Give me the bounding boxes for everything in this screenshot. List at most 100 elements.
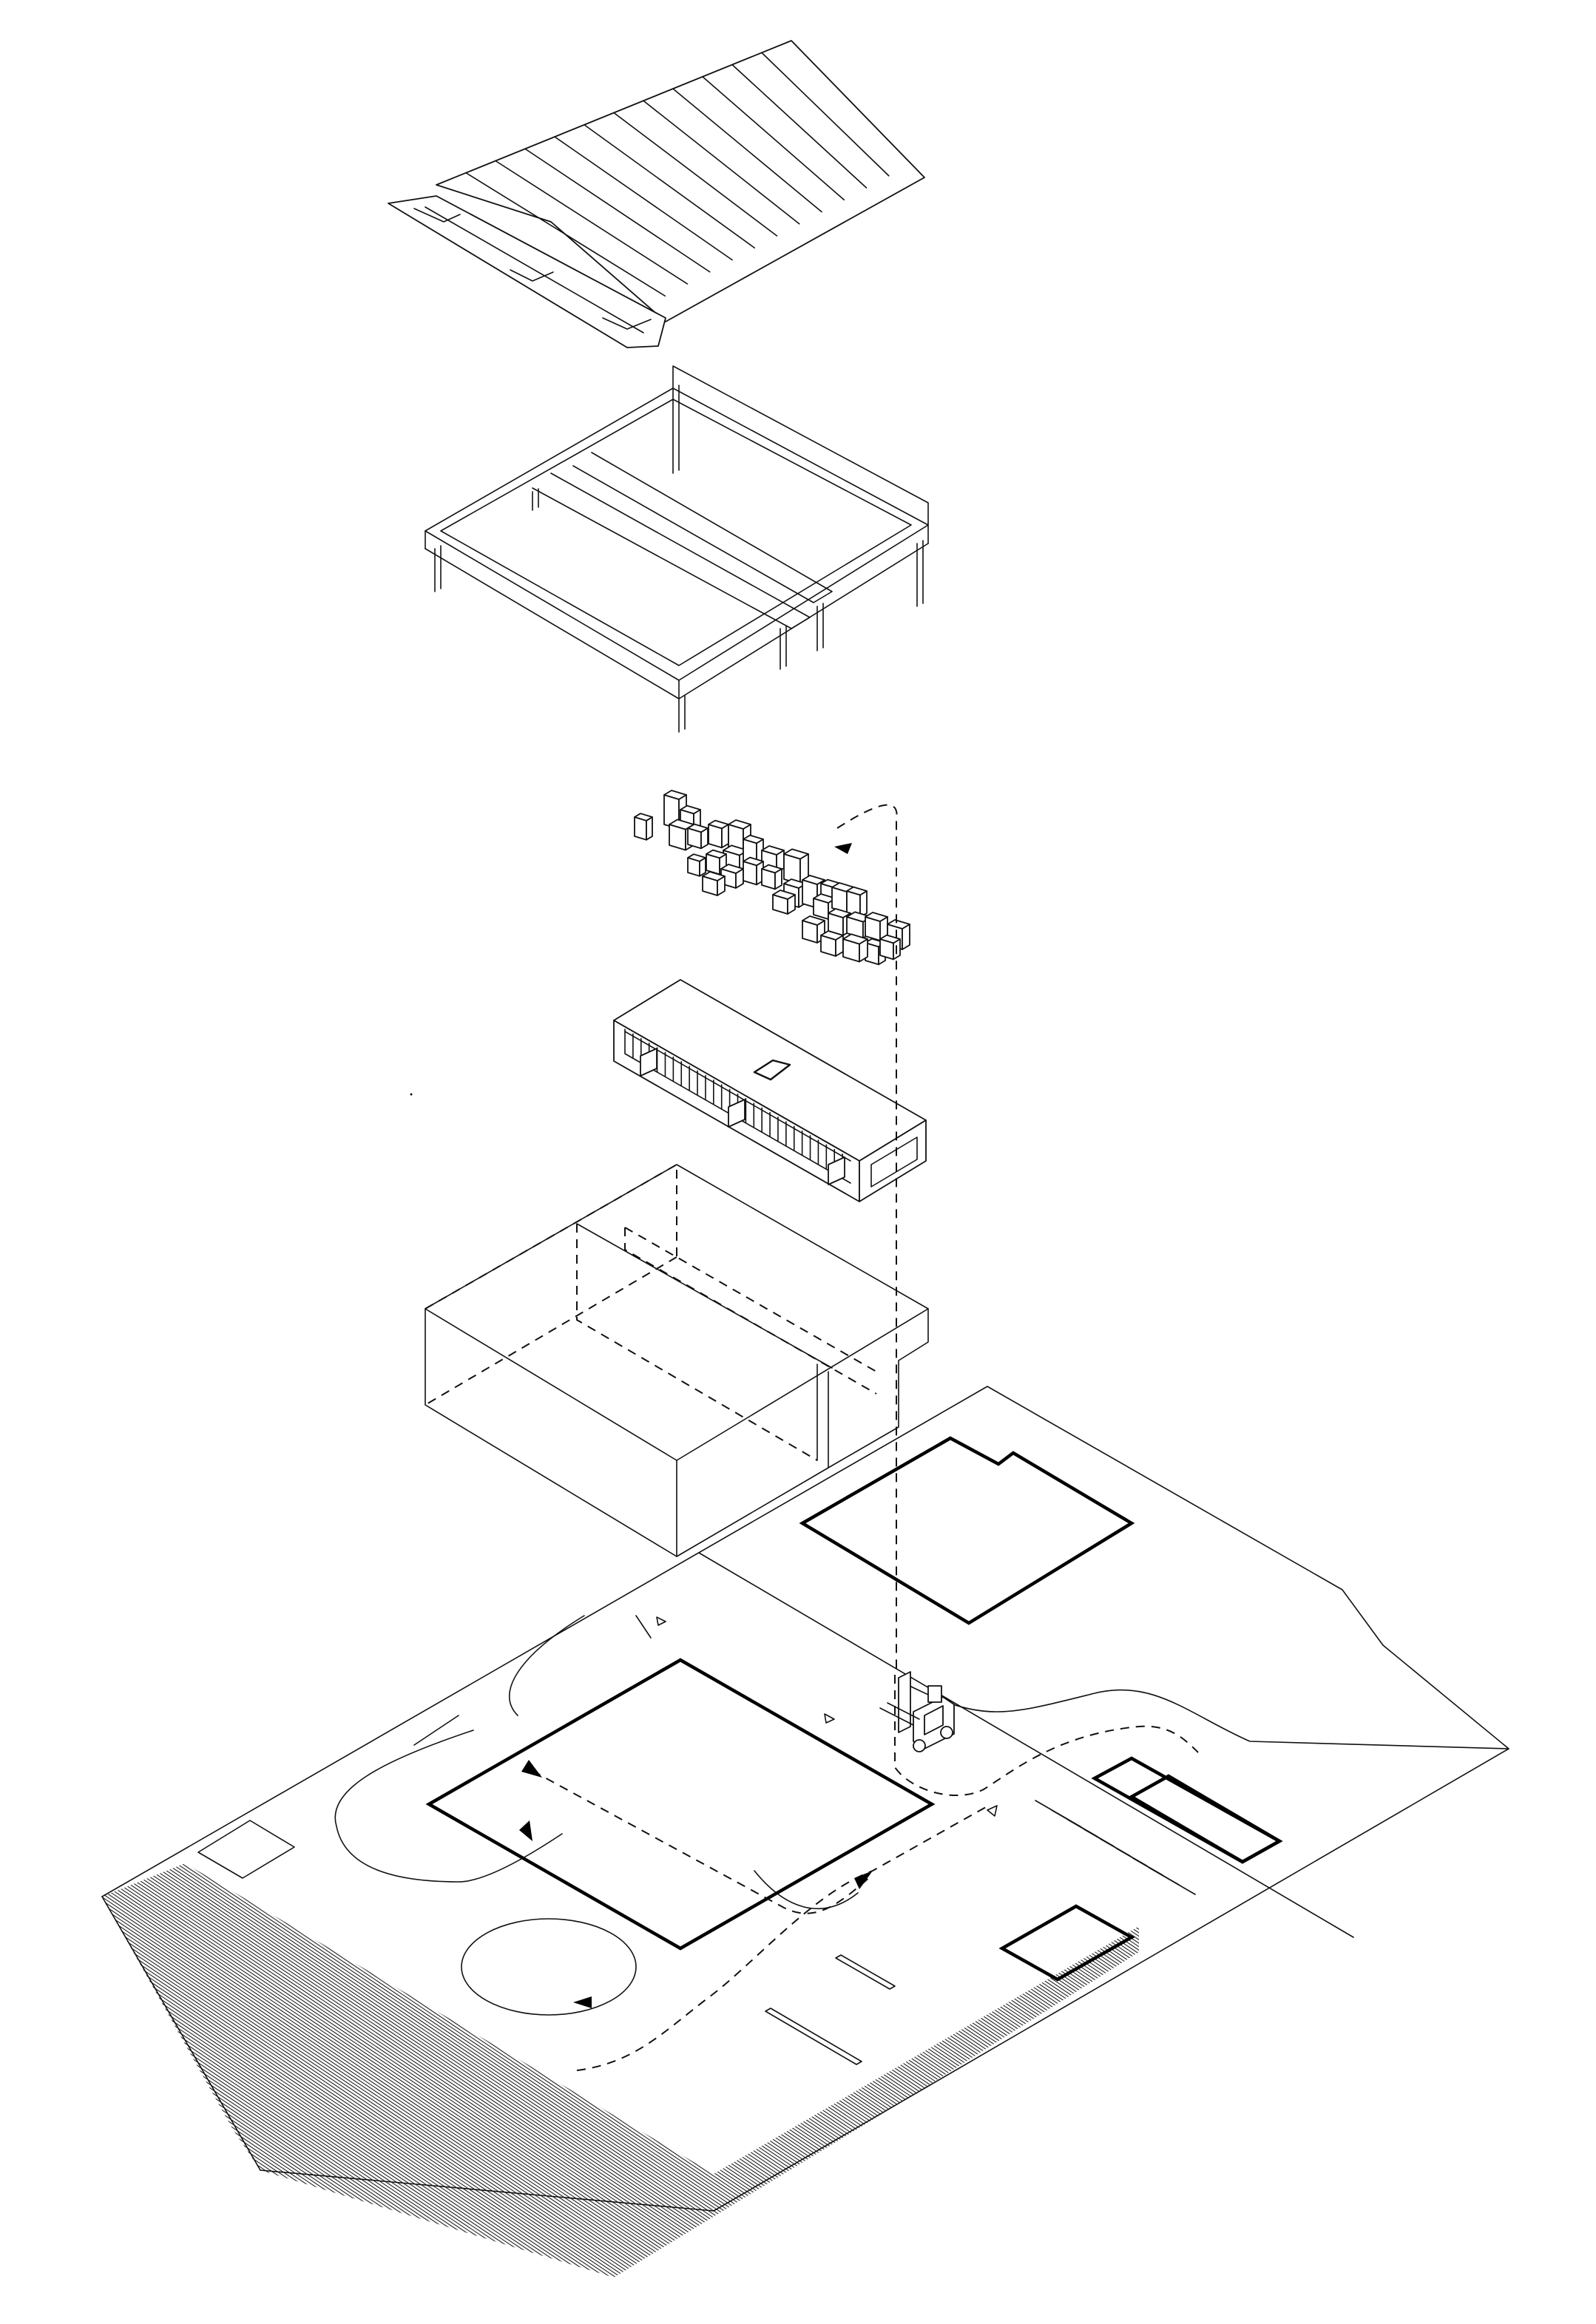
hatch-line	[1163, 1775, 1596, 2322]
hatch-line	[965, 1863, 1139, 2277]
hatch-line	[102, 1863, 652, 2277]
hatch-line	[970, 1863, 1139, 2277]
hatch-line	[102, 1863, 444, 2277]
site-boundary	[101, 1386, 1509, 2212]
hatch-line	[102, 1863, 833, 2277]
roof-rib	[731, 64, 868, 189]
crate-top	[743, 856, 764, 867]
hatch-line	[686, 1863, 1139, 2277]
hatch-line	[102, 1863, 677, 2277]
roof-rib	[524, 148, 711, 273]
crate-top	[802, 875, 825, 885]
hatch-line	[102, 1863, 377, 2277]
flow-arrow-icon	[854, 1871, 873, 1889]
mezzanine-foot	[828, 1156, 845, 1185]
hatch-line	[763, 1863, 1139, 2277]
roof-rib	[554, 136, 733, 261]
parking-block	[1128, 1774, 1283, 1864]
hatch-line	[737, 1863, 1139, 2277]
hatch-line	[0, 1775, 4, 2322]
hatch-line	[1079, 1863, 1139, 2277]
hatch-line	[582, 1863, 1139, 2277]
parking-block-outline	[1091, 1756, 1283, 1864]
hatch-line	[102, 1863, 626, 2277]
stray-mark	[410, 1093, 413, 1096]
hatch-line	[975, 1863, 1139, 2277]
hatch-line	[102, 1863, 553, 2277]
parking-stripe	[1149, 1867, 1196, 1895]
hatch-line	[102, 1863, 584, 2277]
hatch-line	[1120, 1863, 1139, 2277]
hatch-line	[102, 1863, 610, 2277]
flow-route-forklift	[894, 1675, 1199, 1796]
hatch-line	[102, 1863, 672, 2277]
hatch-line	[1251, 1775, 1596, 2322]
hatch-line	[102, 1863, 771, 2277]
site-pad	[197, 1820, 295, 1879]
hatch-line	[1058, 1863, 1139, 2277]
hatch-line	[102, 1863, 600, 2277]
hatch-line	[102, 1863, 760, 2277]
hatch-line	[102, 1863, 155, 2277]
hatch-line	[102, 1863, 848, 2277]
hatch-line	[644, 1863, 1139, 2277]
hatch-line	[1053, 1863, 1139, 2277]
hatch-line	[102, 1863, 729, 2277]
parking-stripes	[1035, 1800, 1196, 1895]
hatch-line	[102, 1863, 450, 2277]
hatch-line	[0, 1775, 61, 2322]
roof-rib	[584, 123, 756, 249]
crate-top	[846, 886, 868, 896]
envelope-notch-base	[828, 1408, 899, 1468]
hatch-line	[102, 1863, 755, 2277]
hatch-line	[1069, 1863, 1139, 2277]
roof-ribs	[465, 52, 890, 297]
crate-top	[761, 845, 785, 856]
hatch-line	[655, 1863, 1139, 2277]
hatch-line	[805, 1863, 1139, 2277]
direction-marker-icon	[824, 1713, 835, 1724]
hatch-line	[102, 1863, 393, 2277]
hatch-line	[102, 1863, 879, 2277]
hatch-line	[102, 1863, 657, 2277]
hatch-line	[102, 1863, 346, 2277]
crate-top	[761, 864, 782, 874]
hatch-line	[0, 1775, 40, 2322]
crate-top	[879, 934, 901, 944]
hatch-line	[102, 1863, 124, 2277]
hatch-line	[841, 1863, 1139, 2277]
frame-top	[425, 387, 929, 681]
hatch-line	[102, 1863, 325, 2277]
hatch-line	[102, 1863, 740, 2277]
site-boundary-left	[101, 1896, 261, 2171]
hatch-line	[102, 1863, 527, 2277]
crate-top	[706, 849, 727, 859]
hatch-line	[919, 1863, 1139, 2277]
hatch-line	[102, 1863, 196, 2277]
hatch-line	[732, 1863, 1139, 2277]
hatch-line	[0, 1775, 45, 2322]
hatch-line	[102, 1863, 356, 2277]
hatch-line	[1007, 1863, 1139, 2277]
hatch-line	[102, 1863, 719, 2277]
hatch-line	[572, 1863, 1139, 2277]
hatch-line	[102, 1863, 388, 2277]
hatch-line	[1131, 1863, 1139, 2277]
hatch-line	[102, 1863, 724, 2277]
hatch-line	[102, 1863, 548, 2277]
hatch-line	[102, 1863, 693, 2277]
hatch-line	[0, 1775, 87, 2322]
hatch-line	[102, 1863, 134, 2277]
hatch-line	[102, 1863, 791, 2277]
hatch-line	[898, 1863, 1139, 2277]
hatch-line	[779, 1863, 1139, 2277]
hatch-line	[1136, 1863, 1139, 2277]
second-building-footprint	[799, 1436, 1135, 1625]
hatch-line	[577, 1863, 1139, 2277]
crate-top	[772, 890, 796, 900]
crate-top	[783, 848, 809, 860]
hatch-line	[102, 1863, 279, 2277]
hatch-line	[1105, 1863, 1139, 2277]
hatch-line	[102, 1863, 186, 2277]
